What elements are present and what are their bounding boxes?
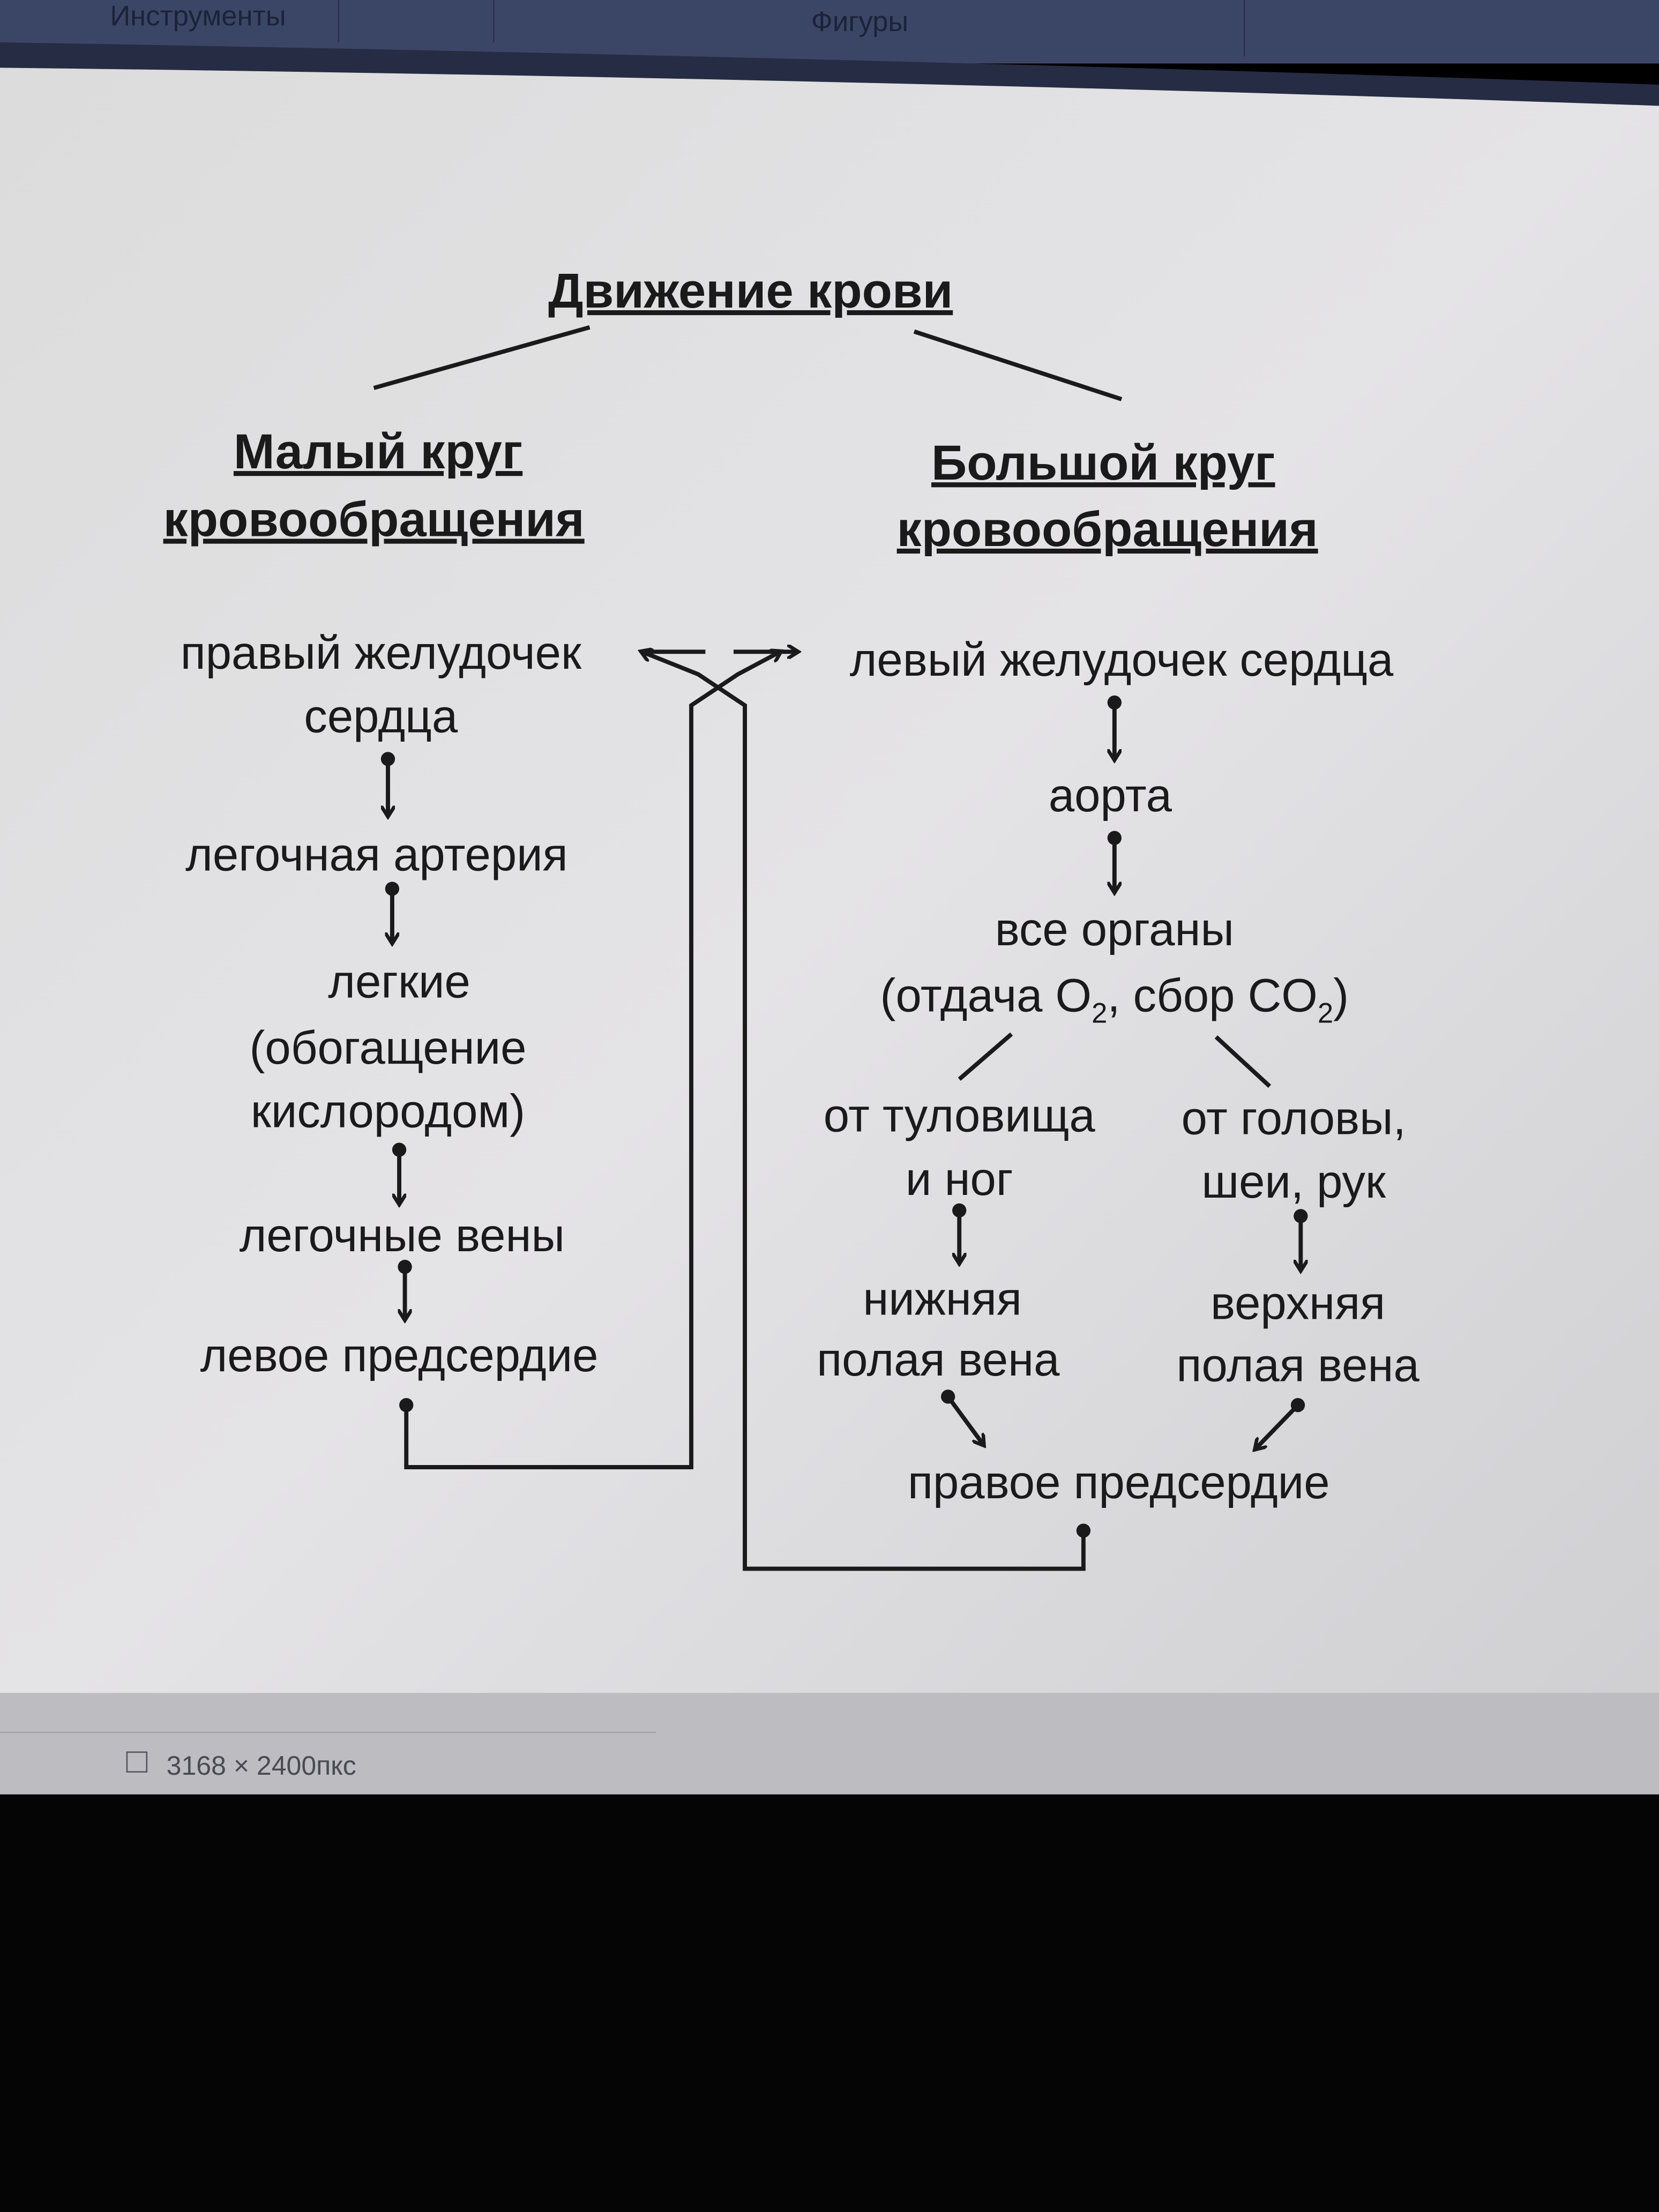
step-inferior-vena-cava: полая вена — [817, 1334, 1060, 1386]
systemic-heading: кровообращения — [897, 502, 1318, 557]
step-lungs: (обогащение — [250, 1022, 527, 1074]
pulmonary-heading: Малый круг — [234, 424, 522, 479]
image-size-icon — [126, 1751, 148, 1773]
step-trunk-legs: и ног — [906, 1153, 1013, 1205]
step-trunk-legs: от туловища — [824, 1089, 1096, 1141]
step-left-ventricle: левый желудочек сердца — [850, 634, 1394, 686]
systemic-circulation: Большой круг кровообращения левый желудо… — [817, 435, 1419, 1508]
flow-arrows — [380, 752, 412, 1319]
screen-bezel — [0, 1794, 1659, 2212]
ribbon-shadow — [0, 42, 1659, 106]
image-canvas — [0, 68, 1659, 1750]
note-text: , сбор CO — [1107, 970, 1317, 1022]
step-head-neck-arms: от головы, — [1182, 1093, 1406, 1145]
step-organs: все органы — [995, 903, 1234, 955]
connector-loops — [399, 652, 1091, 1571]
step-pulmonary-veins: легочные вены — [240, 1209, 565, 1261]
step-aorta: аорта — [1049, 769, 1172, 821]
branch-line — [958, 1032, 1013, 1081]
branch-line — [373, 325, 591, 390]
image-dimensions: 3168 × 2400пкс — [167, 1751, 356, 1781]
subscript: 2 — [1092, 998, 1107, 1029]
step-pulmonary-artery: легочная артерия — [185, 828, 568, 880]
step-lungs: кислородом) — [251, 1086, 525, 1138]
note-text: (отдача O — [880, 970, 1092, 1022]
subscript: 2 — [1318, 998, 1333, 1029]
step-right-atrium: правое предсердие — [908, 1456, 1330, 1508]
flow-arrows — [941, 695, 1308, 1449]
step-right-ventricle: правый желудочек — [181, 627, 582, 679]
organs-note: (отдача O2, сбор CO2) — [880, 970, 1349, 1029]
branch-line — [1214, 1035, 1272, 1088]
step-right-ventricle: сердца — [304, 690, 458, 742]
toolbar-group-tools[interactable]: Инструменты — [110, 0, 286, 32]
pulmonary-heading: кровообращения — [163, 491, 585, 547]
status-bar — [0, 1693, 1659, 1795]
systemic-heading: Большой круг — [931, 435, 1275, 490]
step-head-neck-arms: шеи, рук — [1201, 1156, 1386, 1208]
pulmonary-circulation: Малый круг кровообращения правый желудоч… — [163, 424, 599, 1381]
note-text: ) — [1333, 970, 1349, 1022]
step-lungs: легкие — [328, 955, 470, 1007]
branch-line — [913, 329, 1123, 401]
step-inferior-vena-cava: нижняя — [863, 1273, 1022, 1325]
toolbar-group-shapes[interactable]: Фигуры — [811, 6, 908, 38]
step-superior-vena-cava: верхняя — [1210, 1277, 1385, 1329]
step-superior-vena-cava: полая вена — [1176, 1339, 1419, 1391]
diagram-title: Движение крови — [548, 263, 953, 318]
step-left-atrium: левое предсердие — [200, 1329, 599, 1381]
